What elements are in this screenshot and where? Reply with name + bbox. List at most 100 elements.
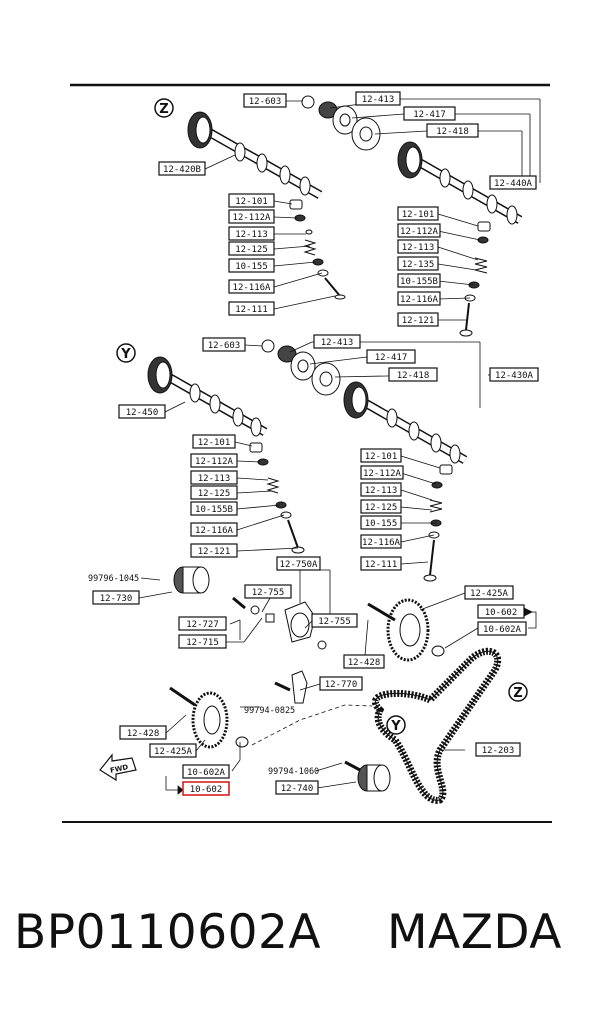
part-label-box [397,291,441,306]
part-label-text: 12-101 [402,210,435,220]
part-label-12-425a: 12-425A [464,585,514,600]
part-label-12-755: 12-755 [244,584,292,599]
cam-gear-right [367,598,445,662]
part-label-box [360,556,402,571]
dashed-alignment-line [251,704,373,746]
part-label-box [119,725,167,740]
part-label-box [397,273,441,288]
part-label-12-113: 12-113 [397,239,439,254]
idler-pulley-lower [344,760,391,792]
part-label-text: 12-116A [400,295,439,305]
part-label-12-113: 12-113 [228,226,275,241]
part-label-box [243,93,287,108]
part-label-text: 12-101 [235,197,268,207]
part-label-12-755: 12-755 [311,613,358,628]
part-label-text: 12-450 [126,408,159,418]
caption: BP0110602A MAZDA [0,905,600,975]
valve-stack-lower-left [249,442,305,554]
part-label-12-603: 12-603 [243,93,287,108]
part-label-12-420b: 12-420B [158,161,206,176]
part-label-box [182,764,230,779]
part-label-text: 12-430A [495,371,534,381]
part-label-box [190,453,238,468]
tensioner-assembly [232,596,327,650]
part-label-12-112a: 12-112A [397,223,441,238]
part-label-text: 10-155B [400,277,438,287]
part-label-10-602a: 10-602A [477,621,527,636]
part-label-text: 12-112A [233,213,272,223]
part-label-12-418: 12-418 [388,367,438,382]
part-label-text: 12-417 [375,353,408,363]
svg-text:Z: Z [513,686,522,701]
part-label-12-727: 12-727 [178,616,227,631]
part-label-box [92,590,140,605]
part-label-12-121: 12-121 [190,543,238,558]
part-label-text: 12-113 [402,243,435,253]
part-label-box [228,193,275,208]
part-label-text: 12-750A [280,560,319,570]
idler-pulley-left [173,566,210,594]
part-label-box [190,485,238,500]
part-label-text: 12-125 [365,503,398,513]
part-label-text: 12-727 [186,620,219,630]
svg-text:Z: Z [159,102,168,117]
part-label-box [360,534,402,549]
part-label-12-125: 12-125 [228,241,275,256]
part-label-text: 12-112A [195,457,234,467]
part-label-12-111: 12-111 [360,556,402,571]
svg-text:Y: Y [120,347,131,362]
part-label-box [477,621,527,636]
timing-parts-diagram: Z Y Z Y FWD 99796-1045 99794-0825 99794-… [62,83,552,823]
part-label-text: 10-602A [483,625,522,635]
part-label-box [202,337,246,352]
part-label-12-112a: 12-112A [360,465,404,480]
part-label-text: 12-730 [100,594,133,604]
part-labels: 12-603 12-413 12-417 12-418 12-440A 12-420B 12… [92,91,539,796]
part-label-box [397,223,441,238]
camshaft-upper-left [187,111,323,199]
part-label-text: 12-113 [365,486,398,496]
part-label-10-602: 10-602 [477,604,525,619]
part-label-text: 12-125 [235,245,268,255]
part-label-text: 12-755 [252,588,285,598]
part-label-text: 12-121 [402,316,435,326]
part-label-10-602a: 10-602A [182,764,230,779]
part-label-text: 12-440A [494,179,533,189]
brand-name: MAZDA [387,905,562,960]
camshaft-middle-left [147,356,268,437]
part-label-text: 12-417 [413,110,446,120]
valve-stack-upper-left [289,199,346,300]
part-label-12-413: 12-413 [355,91,401,106]
part-label-text: 12-770 [325,680,358,690]
part-label-box [360,448,402,463]
part-label-box [228,209,275,224]
part-label-box [397,206,439,221]
part-label-12-203: 12-203 [475,742,521,757]
part-label-box [397,312,439,327]
leader-lines [138,98,541,789]
part-label-box [182,781,230,796]
part-label-text: 12-112A [363,469,402,479]
part-label-text: 12-413 [362,95,395,105]
part-label-text: 12-420B [163,165,201,175]
part-label-12-418: 12-418 [426,123,479,138]
part-label-12-770: 12-770 [319,676,363,691]
part-label-box [228,258,275,273]
part-label-text: 12-113 [198,474,231,484]
part-label-box [360,482,402,497]
part-label-12-111: 12-111 [228,301,275,316]
part-label-text: 12-135 [402,260,435,270]
zone-marker-y-middle: Y [116,343,136,363]
svg-text:Y: Y [390,719,401,734]
part-label-12-101: 12-101 [228,193,275,208]
part-label-box [397,256,439,271]
part-label-box [275,780,319,795]
part-label-box [190,501,238,516]
part-label-text: 12-413 [321,338,354,348]
part-label-box [319,676,363,691]
part-label-12-135: 12-135 [397,256,439,271]
part-label-12-428: 12-428 [119,725,167,740]
part-label-box [489,175,537,190]
part-label-box [190,543,238,558]
part-label-box [190,470,238,485]
